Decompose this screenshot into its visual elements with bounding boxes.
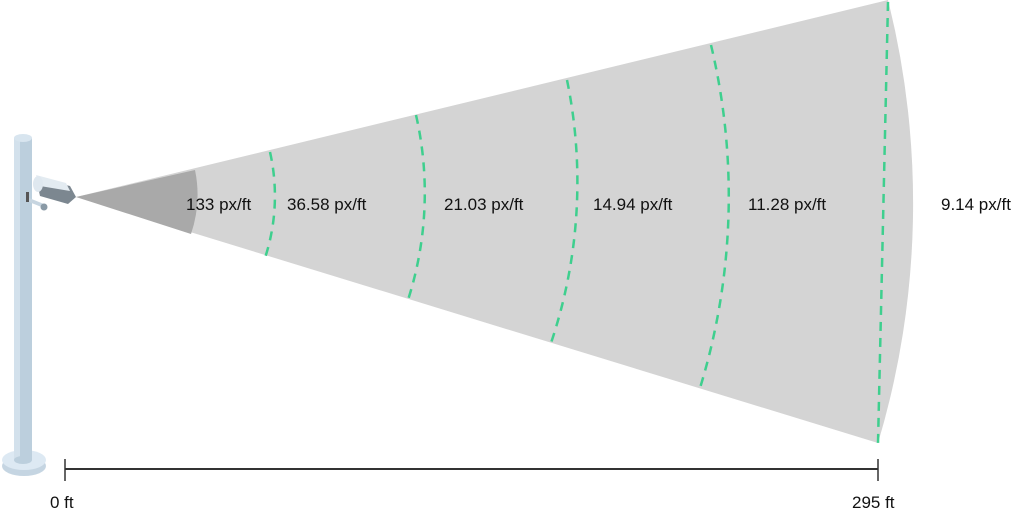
zone-label: 21.03 px/ft xyxy=(444,195,524,214)
zone-label: 11.28 px/ft xyxy=(748,195,826,214)
distance-scale xyxy=(64,459,879,481)
near-zone xyxy=(76,170,198,234)
zone-label: 36.58 px/ft xyxy=(287,195,367,214)
coverage-cone xyxy=(76,0,914,443)
zone-label: 14.94 px/ft xyxy=(593,195,673,214)
zone-divider xyxy=(406,114,426,301)
zone-divider xyxy=(263,151,277,259)
scale-end-label: 295 ft xyxy=(852,493,895,512)
pole xyxy=(2,134,46,476)
security-camera-icon xyxy=(26,175,76,211)
zone-label: 133 px/ft xyxy=(186,195,251,214)
scale-start-label: 0 ft xyxy=(50,493,74,512)
zone-label: 9.14 px/ft xyxy=(941,195,1011,214)
zone-divider xyxy=(549,79,579,344)
